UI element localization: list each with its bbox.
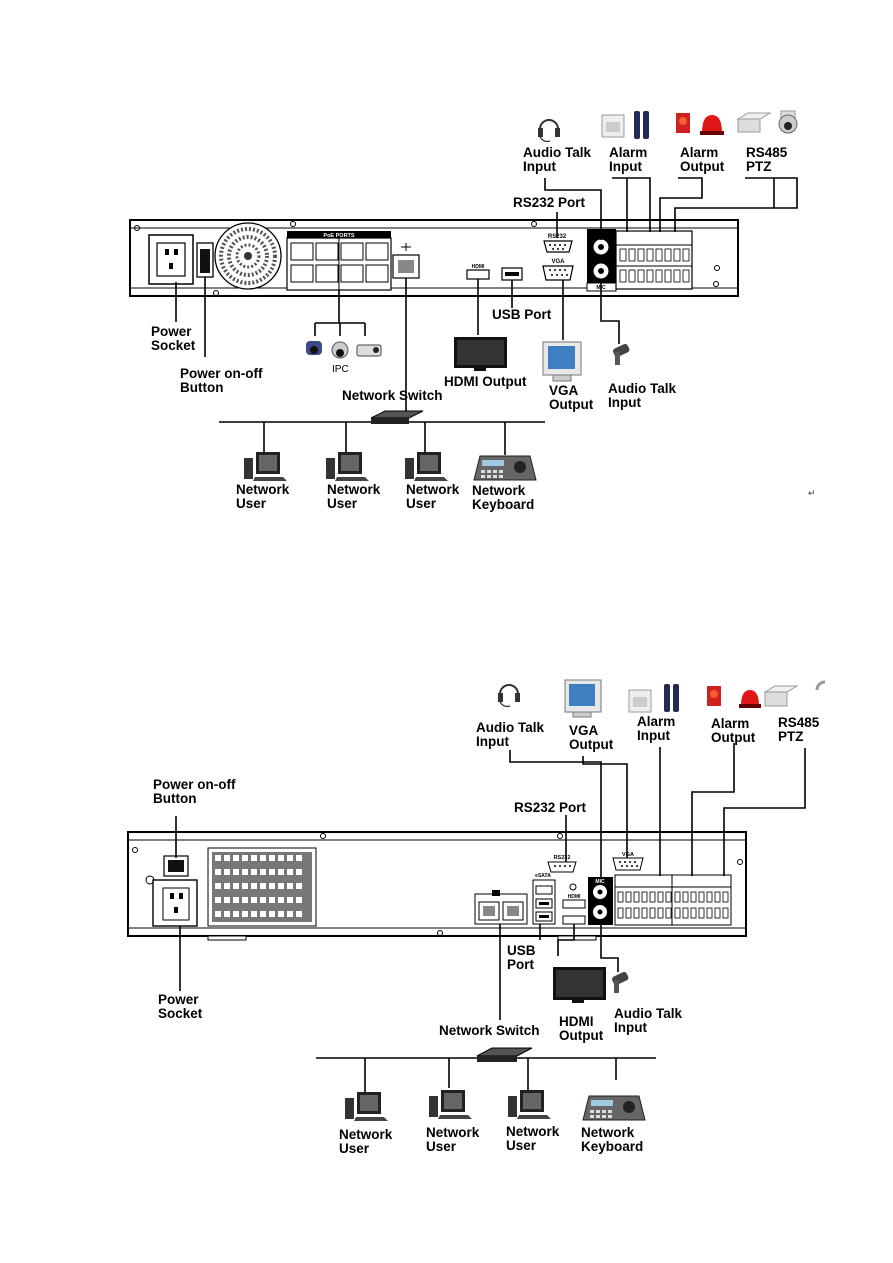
top-vga-small-text: VGA <box>551 259 565 265</box>
top-hdmi-port <box>466 269 490 280</box>
top-label-network-switch: Network Switch <box>342 388 443 403</box>
top-label-network-user-3: Network User <box>406 482 460 511</box>
top-hdmi-small-text: HDMI <box>472 264 485 270</box>
top-power-switch <box>196 242 214 278</box>
bottom-terminal-blocks <box>614 874 732 926</box>
top-network-user-pc-1 <box>244 452 287 481</box>
top-network-switch-device <box>370 410 424 424</box>
top-label-usb-port: USB Port <box>492 307 552 322</box>
bottom-lan-ports <box>474 890 528 925</box>
bottom-hdmi-small-text: HDMI <box>568 894 581 900</box>
bottom-usb-ports <box>532 879 556 925</box>
bottom-label-network-switch: Network Switch <box>439 1023 540 1038</box>
top-label-rs485-ptz: RS485 PTZ <box>746 145 788 174</box>
bottom-alarm-output-devices <box>707 686 761 708</box>
top-label-rs232-port: RS232 Port <box>513 195 586 210</box>
top-connection-diagram: PoE PORTS RS232 VGA HDMI MIC Audio Talk … <box>0 0 893 560</box>
top-label-network-keyboard: Network Keyboard <box>472 483 535 512</box>
bottom-esata-small-text: eSATA <box>535 873 551 879</box>
top-lan-port <box>392 243 420 279</box>
top-label-vga-output: VGA Output <box>549 383 594 412</box>
bottom-vga-small-text: VGA <box>622 852 634 858</box>
top-power-socket <box>148 234 194 285</box>
bottom-label-audio-talk-input-2: Audio Talk Input <box>614 1006 683 1035</box>
bottom-label-alarm-input: Alarm Input <box>637 714 676 743</box>
top-label-ipc: IPC <box>332 364 349 375</box>
bottom-vga-monitor <box>564 679 602 718</box>
top-diagram-graphics: PoE PORTS RS232 VGA HDMI MIC <box>129 110 798 481</box>
bottom-label-network-keyboard: Network Keyboard <box>581 1125 644 1154</box>
top-poe-ports <box>286 231 392 291</box>
bottom-network-user-pc-1 <box>345 1092 388 1121</box>
bottom-label-rs485-ptz: RS485 PTZ <box>778 715 820 744</box>
top-fan <box>214 222 282 290</box>
top-network-keyboard-device <box>473 455 537 481</box>
bottom-vga-port <box>612 857 644 871</box>
bottom-mic-small-text: MIC <box>595 879 605 885</box>
bottom-label-power-button: Power on-off Button <box>153 777 236 806</box>
top-vga-port <box>542 265 574 281</box>
return-mark: ↵ <box>808 488 816 498</box>
top-vga-monitor <box>542 341 582 382</box>
bottom-label-usb-port: USB Port <box>507 943 536 972</box>
top-label-alarm-output: Alarm Output <box>680 145 725 174</box>
bottom-label-vga-output: VGA Output <box>569 723 614 752</box>
top-label-network-user-1: Network User <box>236 482 290 511</box>
top-network-user-pc-2 <box>326 452 369 481</box>
top-label-alarm-input: Alarm Input <box>609 145 648 174</box>
bottom-fan-grille <box>207 847 317 927</box>
bottom-label-network-user-1: Network User <box>339 1127 393 1156</box>
top-rs485-devices <box>736 110 798 134</box>
bottom-power-socket <box>152 879 198 927</box>
top-label-hdmi-output: HDMI Output <box>444 374 527 389</box>
top-label-power-button: Power on-off Button <box>180 366 263 395</box>
bottom-network-user-pc-3 <box>508 1090 551 1119</box>
bottom-power-switch <box>163 855 189 877</box>
top-label-audio-talk-input-2: Audio Talk Input <box>608 381 677 410</box>
bottom-label-power-socket: Power Socket <box>158 992 203 1021</box>
top-microphone <box>613 343 630 365</box>
bottom-connection-diagram: RS232 VGA eSATA HDMI MIC Audio Talk Inpu… <box>0 640 893 1200</box>
top-poe-ports-text: PoE PORTS <box>323 233 355 239</box>
top-terminal-block <box>615 230 693 290</box>
bottom-network-switch-device <box>476 1047 533 1062</box>
top-alarm-output-devices <box>676 113 724 135</box>
top-ipc-cameras <box>306 341 382 359</box>
top-hdmi-monitor <box>454 337 507 371</box>
bottom-network-keyboard-device <box>582 1095 646 1121</box>
bottom-label-hdmi-output: HDMI Output <box>559 1014 604 1043</box>
top-label-audio-talk-input: Audio Talk Input <box>523 145 592 174</box>
top-label-network-user-2: Network User <box>327 482 381 511</box>
bottom-label-alarm-output: Alarm Output <box>711 716 756 745</box>
top-usb-port <box>501 267 523 281</box>
bottom-headset <box>498 684 520 708</box>
bottom-microphone <box>612 971 629 993</box>
bottom-label-rs232-port: RS232 Port <box>514 800 587 815</box>
bottom-label-network-user-2: Network User <box>426 1125 480 1154</box>
bottom-rs485-devices <box>763 680 826 707</box>
top-label-power-socket: Power Socket <box>151 324 196 353</box>
bottom-rs232-port <box>547 861 577 873</box>
top-rs232-port <box>543 240 573 253</box>
top-headset <box>538 119 560 143</box>
top-network-user-pc-3 <box>405 452 448 481</box>
bottom-label-audio-talk-input: Audio Talk Input <box>476 720 545 749</box>
bottom-hdmi-monitor <box>553 967 606 1003</box>
bottom-label-network-user-3: Network User <box>506 1124 560 1153</box>
bottom-diagram-graphics: RS232 VGA eSATA HDMI MIC <box>127 679 826 1121</box>
top-rs232-small-text: RS232 <box>548 234 567 240</box>
top-alarm-input-devices <box>601 111 649 139</box>
bottom-rs232-small-text: RS232 <box>554 855 571 861</box>
top-mic-small-text: MIC <box>596 285 606 291</box>
bottom-network-user-pc-2 <box>429 1090 472 1119</box>
bottom-alarm-input-devices <box>628 684 679 713</box>
